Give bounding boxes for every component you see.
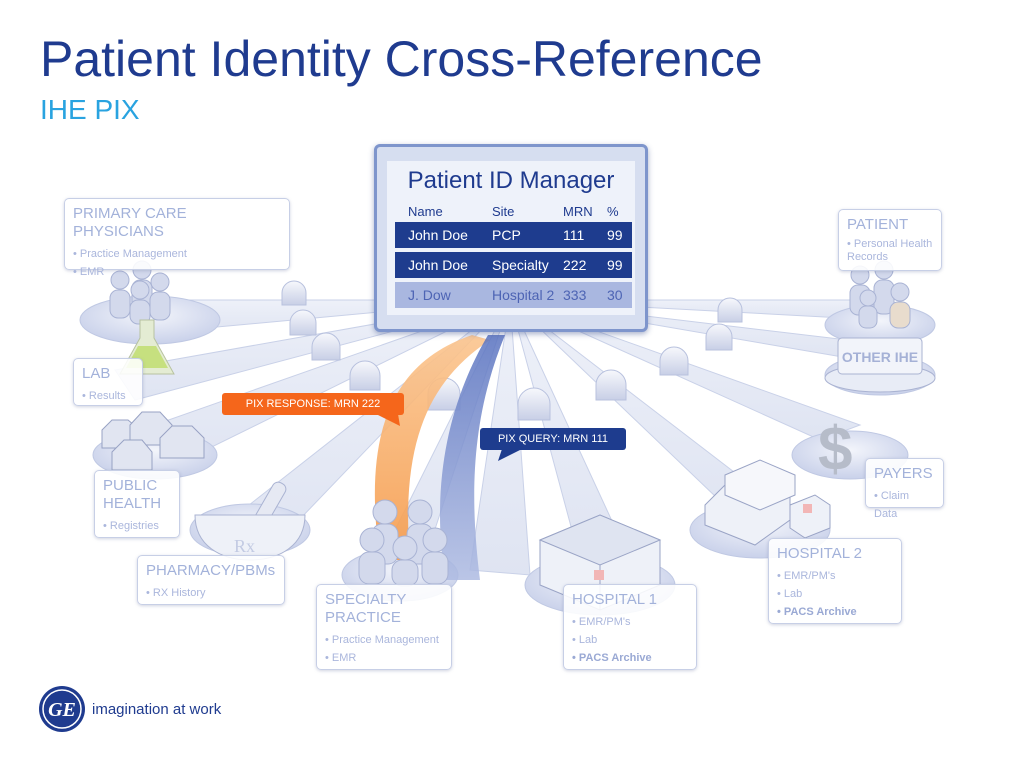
hospital-2-item: PACS Archive bbox=[777, 603, 893, 621]
patient-figures-icon bbox=[849, 260, 911, 329]
specialty-figures-icon bbox=[358, 499, 449, 587]
manager-title: Patient ID Manager bbox=[407, 167, 615, 194]
hospital-2-building-icon bbox=[704, 459, 831, 546]
table-row: John Doe PCP 111 99 bbox=[395, 222, 632, 248]
row-name: John Doe bbox=[408, 227, 468, 243]
column-header-site: Site bbox=[492, 204, 515, 219]
table-row: John Doe Specialty 222 99 bbox=[395, 252, 632, 278]
payers-title: PAYERS bbox=[874, 465, 933, 482]
pharmacy-item: RX History bbox=[146, 584, 276, 602]
hospital-2-item: EMR/PM's bbox=[777, 567, 893, 585]
pix-query-pointer bbox=[498, 449, 522, 461]
hospital-1-title: HOSPITAL 1 bbox=[572, 591, 658, 608]
public-health-item: Registries bbox=[103, 517, 171, 535]
hospital-2-item: Lab bbox=[777, 585, 893, 603]
patient-title: PATIENT bbox=[847, 216, 909, 233]
column-header-mrn: MRN bbox=[563, 204, 593, 219]
row-mrn: 111 bbox=[563, 227, 585, 243]
pix-query-callout: PIX QUERY: MRN 111 bbox=[480, 428, 626, 450]
column-header-percent: % bbox=[607, 204, 619, 219]
row-name: J. Dow bbox=[408, 287, 451, 303]
ge-logo-icon: GE bbox=[39, 686, 85, 732]
pharmacy-title: PHARMACY/PBMs bbox=[146, 562, 276, 579]
mortar-pestle-icon: Rx bbox=[194, 481, 306, 561]
other-ihe-label: OTHER IHE bbox=[842, 349, 918, 365]
row-percent: 99 bbox=[607, 257, 623, 273]
specialty-practice-item: EMR bbox=[325, 649, 443, 667]
manager-screen: Patient ID Manager Name Site MRN % John … bbox=[387, 161, 635, 315]
response-arc bbox=[374, 335, 490, 560]
row-site: PCP bbox=[492, 227, 521, 243]
specialty-practice-item: Practice Management bbox=[325, 631, 443, 649]
primary-care-box: PRIMARY CARE PHYSICIANS Practice Managem… bbox=[64, 198, 290, 278]
primary-care-item: Practice Management bbox=[73, 245, 281, 263]
hospital-1-item: PACS Archive bbox=[572, 649, 688, 667]
specialty-practice-box: SPECIALTY PRACTICE Practice Management E… bbox=[316, 584, 452, 670]
houses-icon bbox=[101, 411, 205, 471]
query-arc bbox=[439, 335, 505, 580]
patient-box: PATIENT Personal Health Records bbox=[838, 209, 942, 271]
specialty-practice-title: SPECIALTY PRACTICE bbox=[325, 591, 407, 626]
column-header-name: Name bbox=[408, 204, 443, 219]
payers-box: PAYERS Claim Data bbox=[865, 458, 944, 520]
table-row: J. Dow Hospital 2 333 30 bbox=[395, 282, 632, 308]
dollar-sign-icon: $ bbox=[818, 415, 852, 484]
lab-item: Results bbox=[82, 387, 134, 405]
patient-item: Personal Health Records bbox=[847, 238, 933, 264]
row-site: Specialty bbox=[492, 257, 549, 273]
row-percent: 30 bbox=[607, 287, 623, 303]
other-ihe-cylinder-icon: OTHER IHE bbox=[824, 337, 936, 393]
payers-item: Claim Data bbox=[874, 487, 935, 523]
footer-tagline: imagination at work bbox=[92, 701, 222, 718]
hospital-1-box: HOSPITAL 1 EMR/PM's Lab PACS Archive bbox=[563, 584, 697, 670]
pix-response-callout: PIX RESPONSE: MRN 222 bbox=[222, 393, 404, 415]
public-health-box: PUBLIC HEALTH Registries bbox=[94, 470, 180, 538]
pix-response-pointer bbox=[376, 414, 400, 426]
primary-care-item: EMR bbox=[73, 263, 281, 281]
row-percent: 99 bbox=[607, 227, 623, 243]
page-title: Patient Identity Cross-Reference bbox=[40, 31, 763, 87]
patient-id-manager-panel: Patient ID Manager Name Site MRN % John … bbox=[374, 144, 648, 332]
ge-logo-text: GE bbox=[48, 699, 76, 721]
lab-box: LAB Results bbox=[73, 358, 143, 406]
hospital-1-item: Lab bbox=[572, 631, 688, 649]
manager-table-header: Name Site MRN % bbox=[387, 204, 635, 219]
row-mrn: 333 bbox=[563, 287, 587, 303]
row-site: Hospital 2 bbox=[492, 287, 555, 303]
lab-title: LAB bbox=[82, 365, 111, 382]
hospital-2-title: HOSPITAL 2 bbox=[777, 545, 863, 562]
public-health-title: PUBLIC HEALTH bbox=[103, 477, 162, 512]
page-subtitle: IHE PIX bbox=[40, 94, 140, 125]
hospital-1-item: EMR/PM's bbox=[572, 613, 688, 631]
row-name: John Doe bbox=[408, 257, 468, 273]
primary-care-title: PRIMARY CARE PHYSICIANS bbox=[73, 205, 187, 240]
hospital-2-box: HOSPITAL 2 EMR/PM's Lab PACS Archive bbox=[768, 538, 902, 624]
row-mrn: 222 bbox=[563, 257, 587, 273]
pharmacy-box: PHARMACY/PBMs RX History bbox=[137, 555, 285, 605]
rx-symbol: Rx bbox=[234, 536, 255, 556]
